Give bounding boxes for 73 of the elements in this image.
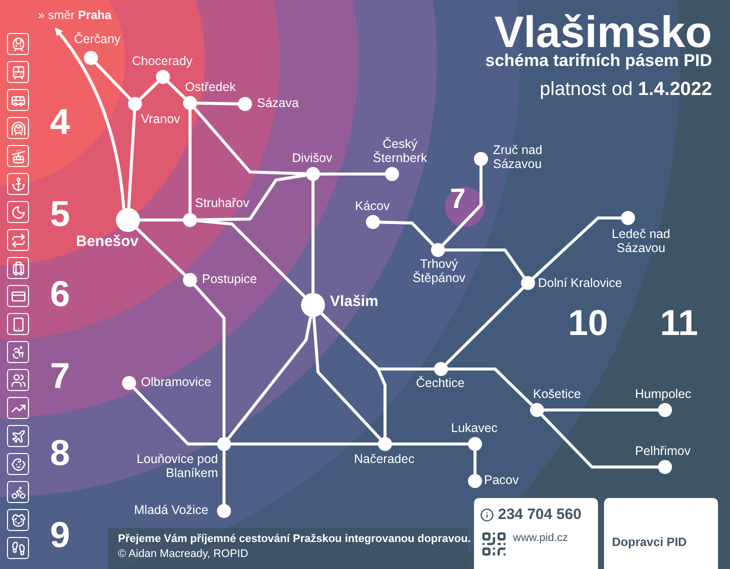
- station-name: Sázava: [257, 96, 299, 110]
- route-line: [94, 62, 132, 100]
- station-name: Pacov: [484, 473, 519, 487]
- station-name: Vlašim: [330, 295, 378, 309]
- footer-note: Přejeme Vám příjemné cestování Pražskou integrovanou dopravou.: [118, 534, 471, 545]
- station-name: Divišov: [292, 151, 332, 165]
- station-name: Zruč nad Sázavou: [493, 143, 544, 171]
- station-name: Košetice: [533, 387, 581, 401]
- zone-number: 7: [50, 358, 70, 394]
- route-line: [194, 284, 226, 437]
- zone-number: 8: [50, 435, 70, 471]
- route-line: [188, 110, 192, 213]
- route-line: [442, 166, 482, 246]
- phone-number: 234 704 560: [498, 505, 582, 525]
- zone-number: 4: [50, 104, 70, 140]
- zone-number: 10: [568, 305, 608, 341]
- zone-number: 5: [50, 196, 70, 232]
- station-name: Louňovice pod Blaníkem: [136, 452, 218, 480]
- zone-number: 7: [450, 185, 466, 213]
- station-name: Čechtice: [416, 376, 465, 390]
- route-line: [127, 110, 136, 208]
- zone-number: 6: [50, 276, 70, 312]
- route-line: [193, 107, 306, 176]
- zone-number: 9: [50, 517, 70, 553]
- station-name: Benešov: [76, 235, 139, 249]
- route-line: [445, 248, 526, 278]
- station-name: Postupice: [202, 272, 257, 286]
- station-name: Humpolec: [635, 387, 692, 401]
- station-name: Kácov: [355, 199, 390, 213]
- route-line: [544, 408, 658, 412]
- route-line: [392, 442, 468, 446]
- route-line: [540, 414, 658, 468]
- operators-label: Dopravci PID: [612, 535, 687, 549]
- route-line: [444, 286, 524, 366]
- route-line: [474, 451, 476, 474]
- station-name: Struhařov: [195, 196, 250, 210]
- station-name: Český Šternberk: [372, 137, 428, 165]
- footer-note: © Aidan Macready, ROPID: [118, 549, 248, 560]
- subtitle: schéma tarifních pásem PID: [485, 52, 712, 69]
- web-address: www.pid.cz: [513, 530, 568, 546]
- route-line: [532, 216, 621, 280]
- station-name: Ledeč nad Sázavou: [610, 227, 672, 255]
- subtitle: platnost od 1.4.2022: [540, 80, 712, 99]
- route-line: [196, 102, 238, 106]
- route-line: [448, 368, 534, 406]
- route-line: [312, 181, 314, 293]
- station-name: Pelhřimov: [635, 444, 691, 458]
- route-line: [222, 451, 226, 504]
- route-line: [136, 227, 186, 276]
- station-name: Načeradec: [354, 452, 414, 466]
- route-line: [167, 80, 186, 100]
- station-name: Lukavec: [451, 421, 498, 435]
- zone-number: 11: [660, 305, 698, 341]
- station-name: Ostředek: [185, 80, 236, 94]
- route-line: [132, 386, 217, 446]
- station-name: Trhový Štěpánov: [412, 257, 466, 285]
- station-name: Dolní Kralovice: [538, 276, 622, 290]
- route-line: [380, 220, 434, 246]
- station-name: Chocerady: [132, 54, 192, 68]
- route-line: [231, 442, 378, 446]
- station-name: Čerčany: [74, 32, 121, 46]
- station-name: Mladá Vožice: [134, 503, 208, 517]
- station-name: Vranov: [141, 112, 180, 126]
- route-line: [196, 219, 306, 298]
- route-line: [320, 312, 386, 437]
- route-line: [227, 316, 312, 440]
- arrow: [54, 27, 126, 209]
- route-line: [140, 218, 183, 222]
- station-name: Olbramovice: [141, 375, 212, 389]
- route-line: [312, 316, 382, 440]
- route-line: [139, 80, 159, 100]
- direction-note: » směr Praha: [38, 9, 112, 21]
- route-line: [196, 174, 306, 222]
